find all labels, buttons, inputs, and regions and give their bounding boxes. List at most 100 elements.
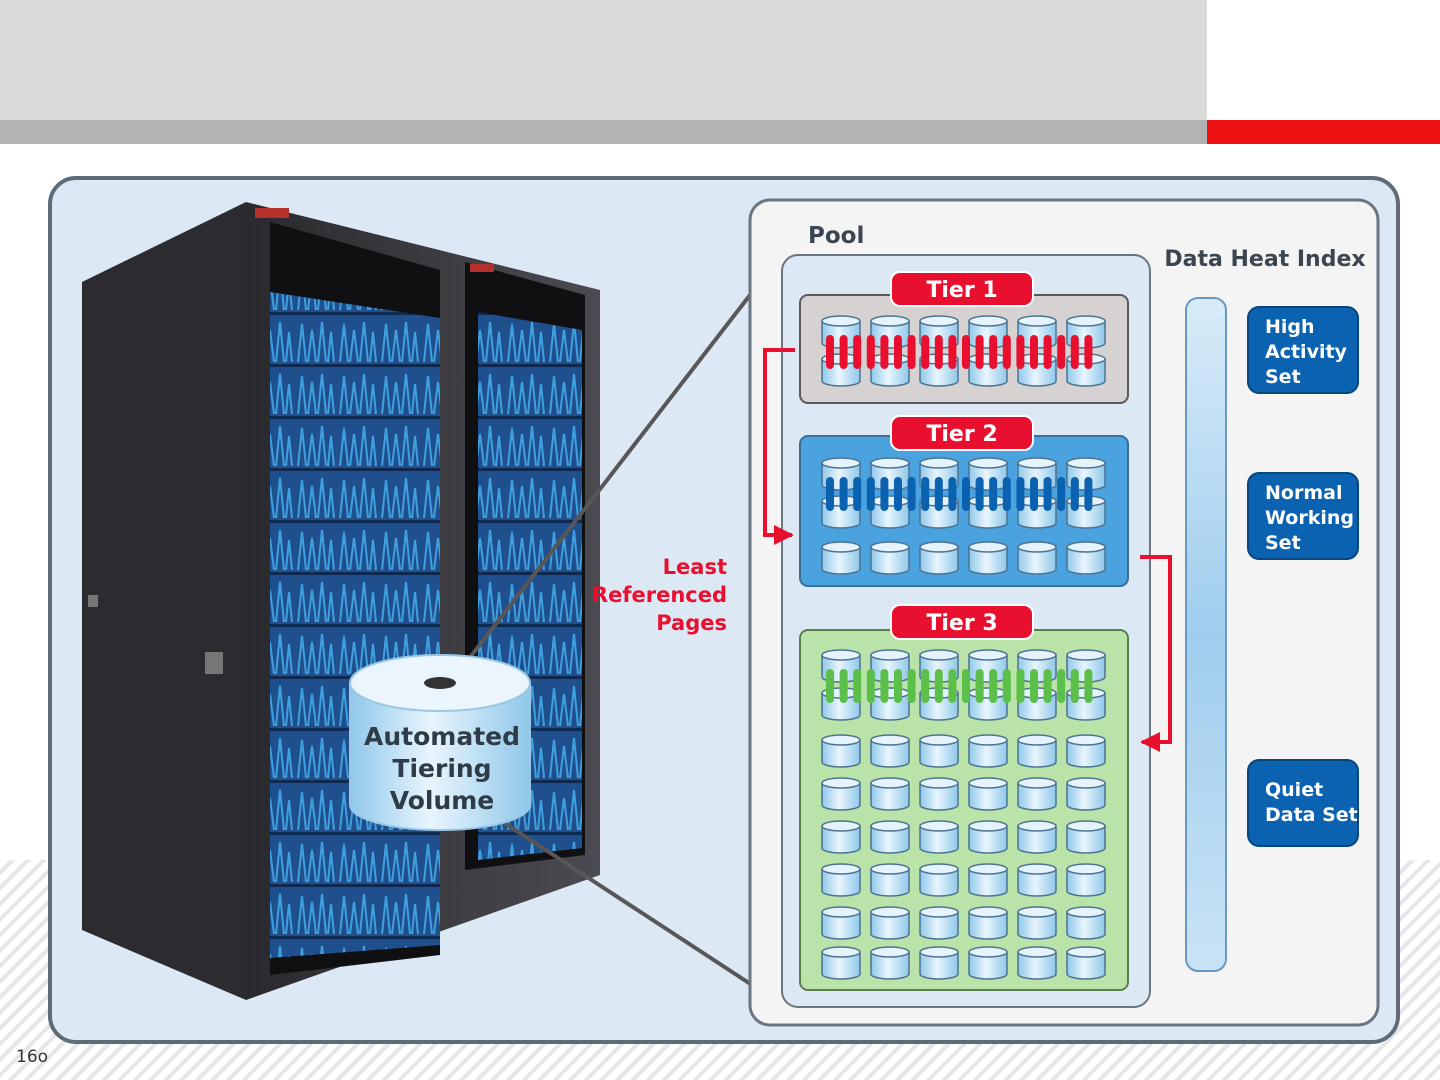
disk-icon (821, 777, 861, 811)
hot-page-marker (1057, 477, 1066, 511)
hot-page-marker (921, 477, 930, 511)
hot-page-marker (1016, 477, 1025, 511)
header-band (0, 0, 1207, 120)
disk-icon (1017, 820, 1057, 854)
tier-3-label-text: Tier 3 (926, 611, 997, 636)
hot-page-marker (921, 335, 930, 369)
disk-icon (870, 315, 910, 349)
hot-page-marker (1043, 477, 1052, 511)
tier-1-label: Tier 1 (890, 271, 1034, 307)
hot-page-marker (1030, 335, 1038, 369)
heat-set-0-line: Activity (1265, 341, 1348, 363)
connector-line-top (466, 293, 752, 662)
disk-icon (968, 687, 1008, 721)
disk-icon (821, 541, 861, 575)
disk-icon (1066, 734, 1106, 768)
disk-icon (870, 541, 910, 575)
hot-page-marker (948, 335, 957, 369)
hot-page-marker (1030, 477, 1038, 511)
hot-page-marker (921, 669, 930, 703)
disk-icon (968, 541, 1008, 575)
disk-icon (968, 315, 1008, 349)
disk-arrays (821, 315, 1106, 980)
hot-page-marker (826, 669, 834, 703)
disk-icon (1017, 906, 1057, 940)
tier-3-label: Tier 3 (890, 604, 1034, 640)
heat-set-0-line: High (1265, 316, 1315, 338)
disk-icon (870, 946, 910, 980)
hot-page-marker (948, 477, 957, 511)
hot-page-marker (894, 477, 902, 511)
heat-set-2-line: Data Set (1265, 804, 1358, 826)
hot-page-marker (962, 477, 970, 511)
disk-icon (968, 946, 1008, 980)
disk-icon (821, 820, 861, 854)
tier-1-label-text: Tier 1 (926, 278, 997, 303)
hot-page-marker (894, 669, 902, 703)
hot-page-marker (880, 669, 889, 703)
hot-page-marker (1057, 335, 1066, 369)
hot-page-marker (907, 669, 916, 703)
hot-page-marker (907, 335, 916, 369)
heat-set-1-line: Set (1265, 532, 1301, 554)
disk-icon (870, 457, 910, 491)
disk-icon (821, 906, 861, 940)
hot-page-marker (934, 669, 943, 703)
hot-page-marker (1070, 477, 1079, 511)
disk-icon (919, 820, 959, 854)
header-red-accent (1207, 120, 1440, 144)
disk-icon (968, 906, 1008, 940)
hot-page-marker (1070, 669, 1079, 703)
disk-icon (870, 687, 910, 721)
disk-icon (919, 863, 959, 897)
hot-page-marker (1002, 669, 1011, 703)
hot-page-marker (975, 477, 984, 511)
disk-icon (870, 353, 910, 387)
hot-page-marker (1084, 477, 1093, 511)
hot-page-marker (1030, 669, 1038, 703)
hot-page-marker (826, 335, 834, 369)
header-bar (0, 120, 1207, 144)
disk-icon (968, 777, 1008, 811)
disk-icon (968, 820, 1008, 854)
pool-label: Pool (808, 223, 864, 249)
hot-page-marker (934, 335, 943, 369)
hot-page-marker (839, 477, 848, 511)
slide-number: 16o (16, 1047, 49, 1067)
disk-icon (870, 906, 910, 940)
hot-page-marker (853, 335, 862, 369)
disk-icon (1017, 777, 1057, 811)
heat-set-2-line: Quiet (1265, 779, 1323, 801)
least-referenced-line: Referenced (592, 583, 727, 607)
disk-icon (1066, 863, 1106, 897)
disk-icon (821, 734, 861, 768)
hot-page-marker (853, 669, 862, 703)
disk-icon (1017, 734, 1057, 768)
volume-label-line: Automated (364, 722, 520, 751)
hot-page-marker (962, 669, 970, 703)
heat-set-1-line: Normal (1265, 482, 1342, 504)
arrow-tier1-to-tier2 (763, 348, 795, 545)
disk-icon (968, 863, 1008, 897)
tier-2-label-text: Tier 2 (926, 422, 997, 447)
disk-icon (968, 495, 1008, 529)
hot-page-marker (866, 669, 875, 703)
disk-icon (1066, 906, 1106, 940)
disk-icon (919, 777, 959, 811)
hot-page-marker (1002, 335, 1011, 369)
heat-index-bar (1185, 297, 1227, 972)
arrow-tier2-to-tier3 (1140, 555, 1172, 752)
hot-page-marker (853, 477, 862, 511)
disk-icon (1017, 946, 1057, 980)
data-heat-index-label: Data Heat Index (1164, 247, 1365, 272)
hot-page-marker (934, 477, 943, 511)
hot-page-marker (948, 669, 957, 703)
volume-label-line: Volume (390, 786, 495, 815)
